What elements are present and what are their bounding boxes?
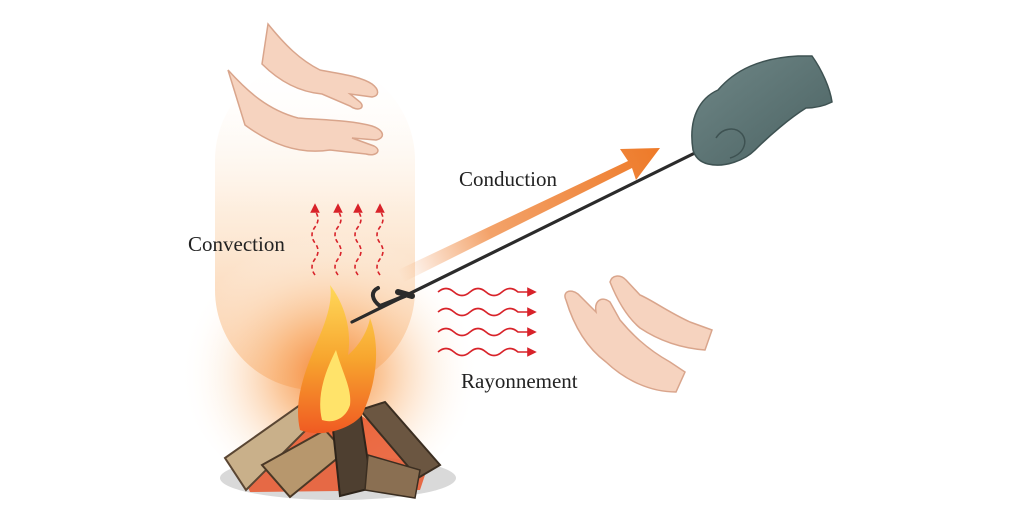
conduction-arrow <box>398 148 660 282</box>
wavy-up-arrow-icon <box>353 203 363 276</box>
wavy-up-arrow-icon <box>333 203 343 276</box>
convection-label: Convection <box>188 232 285 256</box>
wavy-up-arrow-icon <box>375 203 385 276</box>
convection-wavy-arrows <box>310 203 385 276</box>
rayonnement-label: Rayonnement <box>461 369 578 393</box>
log <box>358 400 442 480</box>
hands-facing-fire <box>564 275 713 393</box>
fire-poker <box>350 146 707 324</box>
wavy-right-arrow-icon <box>437 327 537 337</box>
orange-arrow-icon <box>398 148 660 282</box>
flame-core <box>320 350 351 422</box>
conduction-label: Conduction <box>459 167 557 191</box>
wavy-up-arrow-icon <box>310 203 320 276</box>
hands-above-fire <box>227 22 384 156</box>
campfire <box>220 285 456 500</box>
log <box>364 454 421 499</box>
oven-mitt <box>691 55 833 166</box>
oven-mitt-icon <box>691 55 833 166</box>
wavy-right-arrow-icon <box>437 347 537 357</box>
radiation-wavy-arrows <box>437 287 537 357</box>
wavy-right-arrow-icon <box>437 287 537 297</box>
wavy-right-arrow-icon <box>437 307 537 317</box>
